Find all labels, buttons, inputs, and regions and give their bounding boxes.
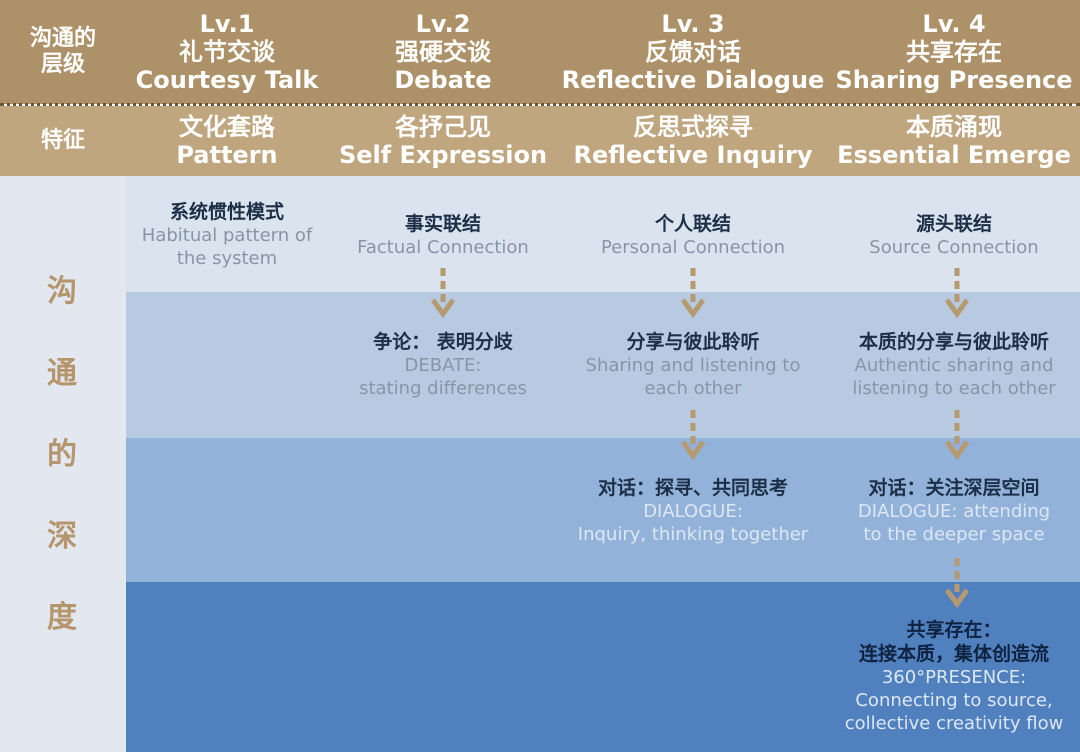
cell-sharing-listening-en-2: each other bbox=[644, 378, 742, 399]
level-1-en: Courtesy Talk bbox=[135, 66, 319, 95]
level-1-header: Lv.1 礼节交谈 Courtesy Talk bbox=[126, 0, 328, 104]
cell-sharing-listening: 分享与彼此聆听 Sharing and listening to each ot… bbox=[558, 330, 828, 400]
header-levels-row: 沟通的 层级 Lv.1 礼节交谈 Courtesy Talk Lv.2 强硬交谈… bbox=[0, 0, 1080, 104]
level-4-number: Lv. 4 bbox=[922, 9, 986, 38]
feature-1-header: 文化套路 Pattern bbox=[126, 106, 328, 176]
cell-personal-connection-en: Personal Connection bbox=[600, 237, 786, 258]
level-4-zh: 共享存在 bbox=[906, 37, 1002, 66]
cell-habitual-pattern-zh: 系统惯性模式 bbox=[169, 201, 284, 223]
depth-band-4 bbox=[126, 582, 1080, 752]
depth-label-char-1: 沟 bbox=[47, 274, 77, 309]
feature-3-header: 反思式探寻 Reflective Inquiry bbox=[558, 106, 828, 176]
feature-4-zh: 本质涌现 bbox=[906, 112, 1002, 141]
cell-authentic-sharing: 本质的分享与彼此聆听 Authentic sharing and listeni… bbox=[828, 330, 1080, 400]
depth-label-char-5: 度 bbox=[47, 600, 77, 635]
cell-source-connection: 源头联结 Source Connection bbox=[828, 212, 1080, 259]
level-2-zh: 强硬交谈 bbox=[395, 37, 491, 66]
dashed-down-arrow-icon bbox=[680, 410, 706, 461]
cell-authentic-sharing-en-2: listening to each other bbox=[852, 378, 1056, 399]
level-4-en: Sharing Presence bbox=[835, 66, 1073, 95]
cell-sharing-listening-en-1: Sharing and listening to bbox=[585, 355, 801, 376]
cell-dialogue-deeper-en-1: DIALOGUE: attending bbox=[857, 501, 1051, 522]
depth-band-3 bbox=[126, 438, 1080, 582]
levels-row-label-line1: 沟通的 bbox=[29, 26, 96, 52]
cell-presence: 共享存在： 连接本质，集体创造流 360°PRESENCE: Connectin… bbox=[828, 618, 1080, 735]
cell-debate-en-2: stating differences bbox=[359, 378, 527, 399]
levels-row-label-line2: 层级 bbox=[40, 52, 85, 77]
dashed-down-arrow-icon bbox=[680, 268, 706, 319]
depth-label-char-3: 的 bbox=[47, 437, 77, 472]
level-2-header: Lv.2 强硬交谈 Debate bbox=[328, 0, 558, 104]
cell-sharing-listening-zh: 分享与彼此聆听 bbox=[626, 331, 760, 353]
cell-presence-en-1: 360°PRESENCE: bbox=[881, 667, 1027, 688]
features-row-label-text: 特征 bbox=[40, 128, 85, 154]
feature-2-header: 各抒己见 Self Expression bbox=[328, 106, 558, 176]
level-2-en: Debate bbox=[394, 66, 492, 95]
cell-factual-connection-en: Factual Connection bbox=[357, 237, 529, 258]
dashed-down-arrow-icon bbox=[944, 268, 970, 319]
cell-dialogue-inquiry-en-2: Inquiry, thinking together bbox=[577, 524, 809, 545]
cell-habitual-pattern-en-1: Habitual pattern of bbox=[141, 225, 313, 246]
cell-source-connection-zh: 源头联结 bbox=[915, 213, 992, 235]
depth-label-column bbox=[0, 176, 126, 752]
level-3-zh: 反馈对话 bbox=[645, 37, 741, 66]
depth-band-2 bbox=[126, 292, 1080, 438]
cell-habitual-pattern: 系统惯性模式 Habitual pattern of the system bbox=[126, 200, 328, 270]
cell-personal-connection-zh: 个人联结 bbox=[654, 213, 731, 235]
cell-personal-connection: 个人联结 Personal Connection bbox=[558, 212, 828, 259]
cell-dialogue-deeper-zh: 对话：关注深层空间 bbox=[868, 477, 1040, 499]
level-1-number: Lv.1 bbox=[199, 9, 255, 38]
cell-factual-connection-zh: 事实联结 bbox=[404, 213, 481, 235]
level-4-header: Lv. 4 共享存在 Sharing Presence bbox=[828, 0, 1080, 104]
feature-3-en: Reflective Inquiry bbox=[573, 141, 813, 169]
cell-debate-zh: 争论： 表明分歧 bbox=[373, 331, 513, 353]
cell-dialogue-inquiry-zh: 对话：探寻、共同思考 bbox=[597, 477, 788, 499]
level-3-en: Reflective Dialogue bbox=[561, 66, 825, 95]
features-row-label: 特征 bbox=[0, 106, 126, 176]
feature-2-zh: 各抒己见 bbox=[395, 112, 491, 141]
depth-band-1 bbox=[126, 176, 1080, 292]
feature-3-zh: 反思式探寻 bbox=[633, 112, 753, 141]
cell-debate-en-1: DEBATE: bbox=[404, 355, 482, 376]
feature-4-header: 本质涌现 Essential Emerge bbox=[828, 106, 1080, 176]
cell-habitual-pattern-en-2: the system bbox=[176, 248, 278, 269]
level-2-number: Lv.2 bbox=[415, 9, 471, 38]
cell-authentic-sharing-zh: 本质的分享与彼此聆听 bbox=[858, 331, 1049, 353]
header-features-row: 特征 文化套路 Pattern 各抒己见 Self Expression 反思式… bbox=[0, 106, 1080, 176]
header-dotted-divider bbox=[0, 103, 1080, 106]
feature-1-zh: 文化套路 bbox=[179, 112, 275, 141]
dashed-down-arrow-icon bbox=[944, 410, 970, 461]
feature-4-en: Essential Emerge bbox=[837, 141, 1071, 169]
cell-presence-en-2: Connecting to source, bbox=[855, 690, 1053, 711]
level-3-number: Lv. 3 bbox=[661, 9, 725, 38]
dashed-down-arrow-icon bbox=[944, 558, 970, 609]
depth-label-char-4: 深 bbox=[47, 519, 77, 554]
cell-presence-zh-1: 共享存在： bbox=[906, 619, 1002, 641]
cell-factual-connection: 事实联结 Factual Connection bbox=[328, 212, 558, 259]
cell-dialogue-deeper-en-2: to the deeper space bbox=[863, 524, 1045, 545]
level-1-zh: 礼节交谈 bbox=[179, 37, 275, 66]
cell-debate: 争论： 表明分歧 DEBATE: stating differences bbox=[328, 330, 558, 400]
feature-1-en: Pattern bbox=[176, 141, 278, 169]
cell-dialogue-deeper: 对话：关注深层空间 DIALOGUE: attending to the dee… bbox=[828, 476, 1080, 546]
feature-2-en: Self Expression bbox=[338, 141, 548, 169]
cell-authentic-sharing-en-1: Authentic sharing and bbox=[854, 355, 1054, 376]
cell-dialogue-inquiry-en-1: DIALOGUE: bbox=[643, 501, 743, 522]
cell-presence-zh-2: 连接本质，集体创造流 bbox=[858, 643, 1049, 665]
levels-row-label: 沟通的 层级 bbox=[0, 0, 126, 104]
cell-source-connection-en: Source Connection bbox=[869, 237, 1039, 258]
cell-presence-en-3: collective creativity flow bbox=[844, 713, 1064, 734]
dashed-down-arrow-icon bbox=[430, 268, 456, 319]
level-3-header: Lv. 3 反馈对话 Reflective Dialogue bbox=[558, 0, 828, 104]
depth-label-char-2: 通 bbox=[47, 356, 77, 391]
cell-dialogue-inquiry: 对话：探寻、共同思考 DIALOGUE: Inquiry, thinking t… bbox=[558, 476, 828, 546]
